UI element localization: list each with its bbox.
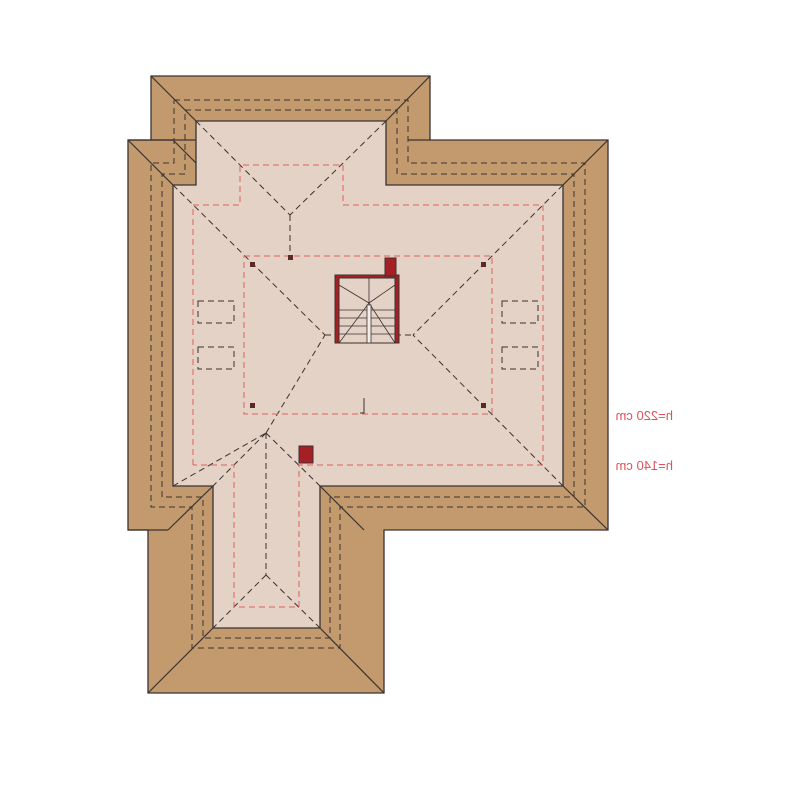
hip-lines bbox=[127, 75, 609, 694]
height-label-220: h=220 cm bbox=[616, 408, 673, 423]
posts bbox=[250, 255, 486, 408]
height-label-140: h=140 cm bbox=[616, 458, 673, 473]
wall-dashed-lines bbox=[150, 99, 586, 649]
staircase bbox=[334, 257, 400, 344]
chimney bbox=[384, 257, 397, 277]
height-lines bbox=[192, 164, 544, 608]
chimney bbox=[298, 445, 314, 464]
arrow-mark bbox=[360, 398, 365, 414]
